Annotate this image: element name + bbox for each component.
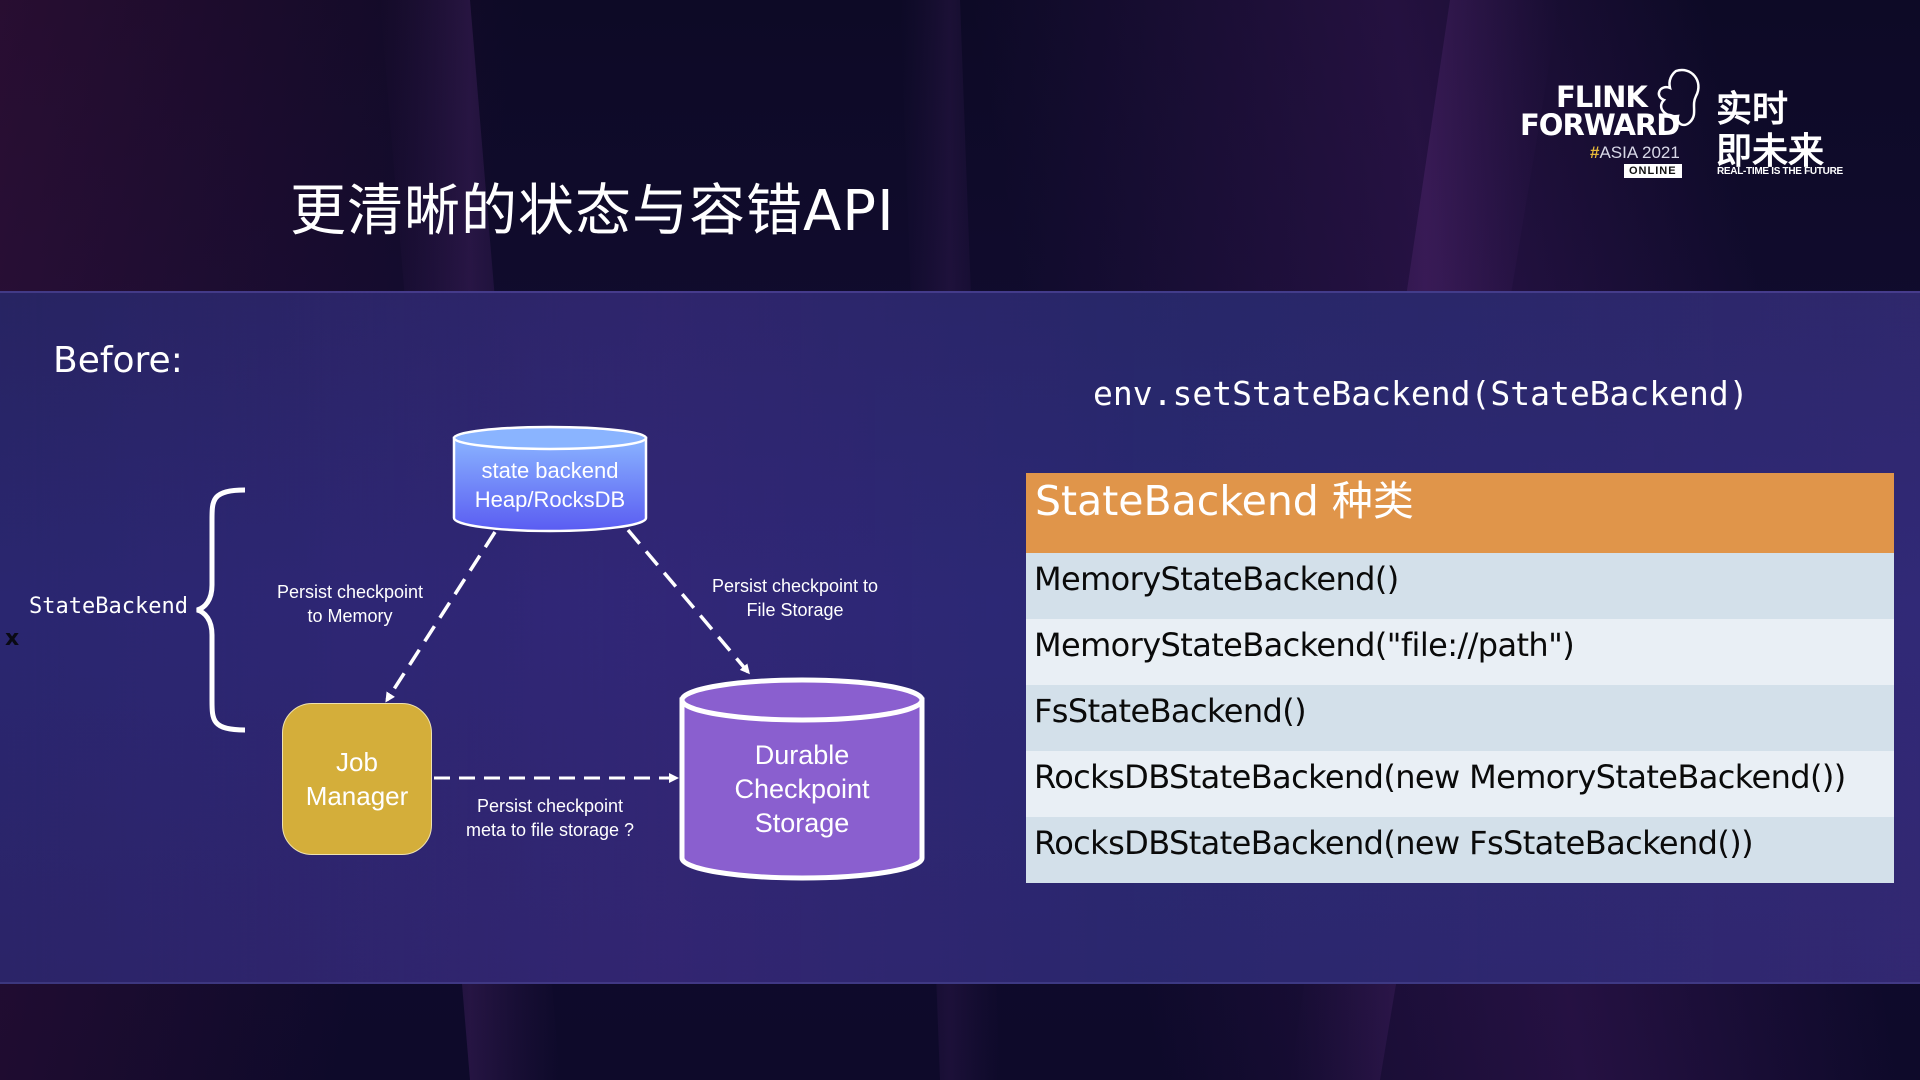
x-mark: x xyxy=(5,626,20,651)
logo-cn-line1: 实时 xyxy=(1716,89,1789,130)
statebackend-types-table: StateBackend 种类 MemoryStateBackend() Mem… xyxy=(1026,473,1894,883)
brace-icon xyxy=(196,487,246,733)
state-backend-text: state backend Heap/RocksDB xyxy=(474,458,626,512)
logo-tagline: REAL-TIME IS THE FUTURE xyxy=(1717,166,1843,177)
table-row: MemoryStateBackend("file://path") xyxy=(1026,619,1894,685)
logo-flink: FLINK xyxy=(1556,80,1648,114)
edge-label-meta: Persist checkpoint meta to file storage … xyxy=(465,796,635,840)
logo-online-badge: ONLINE xyxy=(1624,164,1682,178)
statebackend-label: StateBackend xyxy=(29,594,188,619)
durable-storage-cylinder xyxy=(679,677,925,881)
before-label: Before: xyxy=(53,340,183,381)
table-row: FsStateBackend() xyxy=(1026,685,1894,751)
table-header: StateBackend 种类 xyxy=(1026,473,1894,553)
table-row: RocksDBStateBackend(new FsStateBackend()… xyxy=(1026,817,1894,883)
code-line: env.setStateBackend(StateBackend) xyxy=(1093,374,1749,413)
edge-to-memory xyxy=(385,531,497,703)
flink-forward-logo: FLINK FORWARD #ASIA 2021 ONLINE 实时 即未来 R… xyxy=(1518,66,1848,186)
durable-storage-text: Durable Checkpoint Storage xyxy=(734,740,870,838)
squirrel-icon xyxy=(1657,68,1700,127)
architecture-diagram xyxy=(196,425,925,881)
table-row: RocksDBStateBackend(new MemoryStateBacke… xyxy=(1026,751,1894,817)
edge-to-file xyxy=(626,528,750,675)
edge-label-to-memory: Persist checkpoint to Memory xyxy=(276,582,424,626)
state-backend-cylinder xyxy=(452,425,648,533)
logo-cn-line2: 即未来 xyxy=(1716,131,1825,172)
edge-label-to-file: Persist checkpoint to File Storage xyxy=(711,576,879,620)
slide-title: 更清晰的状态与容错API xyxy=(290,178,895,244)
table-row: MemoryStateBackend() xyxy=(1026,553,1894,619)
logo-event: #ASIA 2021 xyxy=(1590,143,1680,162)
logo-forward: FORWARD xyxy=(1520,108,1680,142)
job-manager-box: Job Manager xyxy=(282,703,432,855)
